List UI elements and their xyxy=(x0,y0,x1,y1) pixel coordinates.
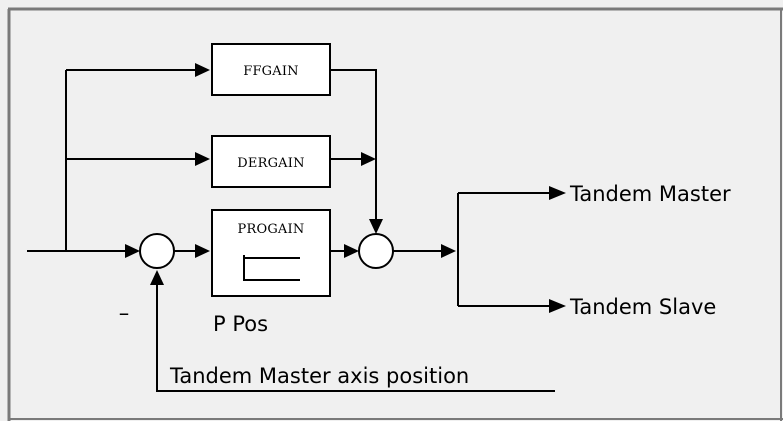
feedback-line xyxy=(156,283,555,392)
ffgain-label: FFGAIN xyxy=(243,64,299,79)
dergain-input-arrow xyxy=(195,152,210,166)
dergain-label: DERGAIN xyxy=(237,156,304,171)
progain-input-arrow xyxy=(195,244,210,258)
ffgain-output-line xyxy=(330,69,377,222)
sum1-input-arrow xyxy=(125,244,140,258)
p-pos-label: P Pos xyxy=(213,312,268,336)
ffgain-input-arrow xyxy=(195,63,210,77)
dergain-output-arrow xyxy=(361,152,376,166)
feedback-arrow xyxy=(150,270,164,285)
split-arrow xyxy=(441,244,456,258)
master-output-arrow xyxy=(549,186,566,200)
minus-sign: – xyxy=(119,301,130,325)
summing-junction-2 xyxy=(358,233,394,269)
summing-junction-1 xyxy=(139,233,175,269)
progain-label: PROGAIN xyxy=(238,222,305,237)
tandem-master-label: Tandem Master xyxy=(569,182,731,206)
step-response-glyph xyxy=(243,255,300,281)
feedback-label: Tandem Master axis position xyxy=(169,364,469,388)
progain-block xyxy=(211,209,331,297)
dergain-block xyxy=(211,135,331,188)
frame-border xyxy=(7,7,783,421)
sum2-left-arrow xyxy=(344,244,359,258)
slave-output-arrow xyxy=(549,299,566,313)
sum2-top-arrow xyxy=(369,219,383,234)
tandem-slave-label: Tandem Slave xyxy=(569,295,716,319)
